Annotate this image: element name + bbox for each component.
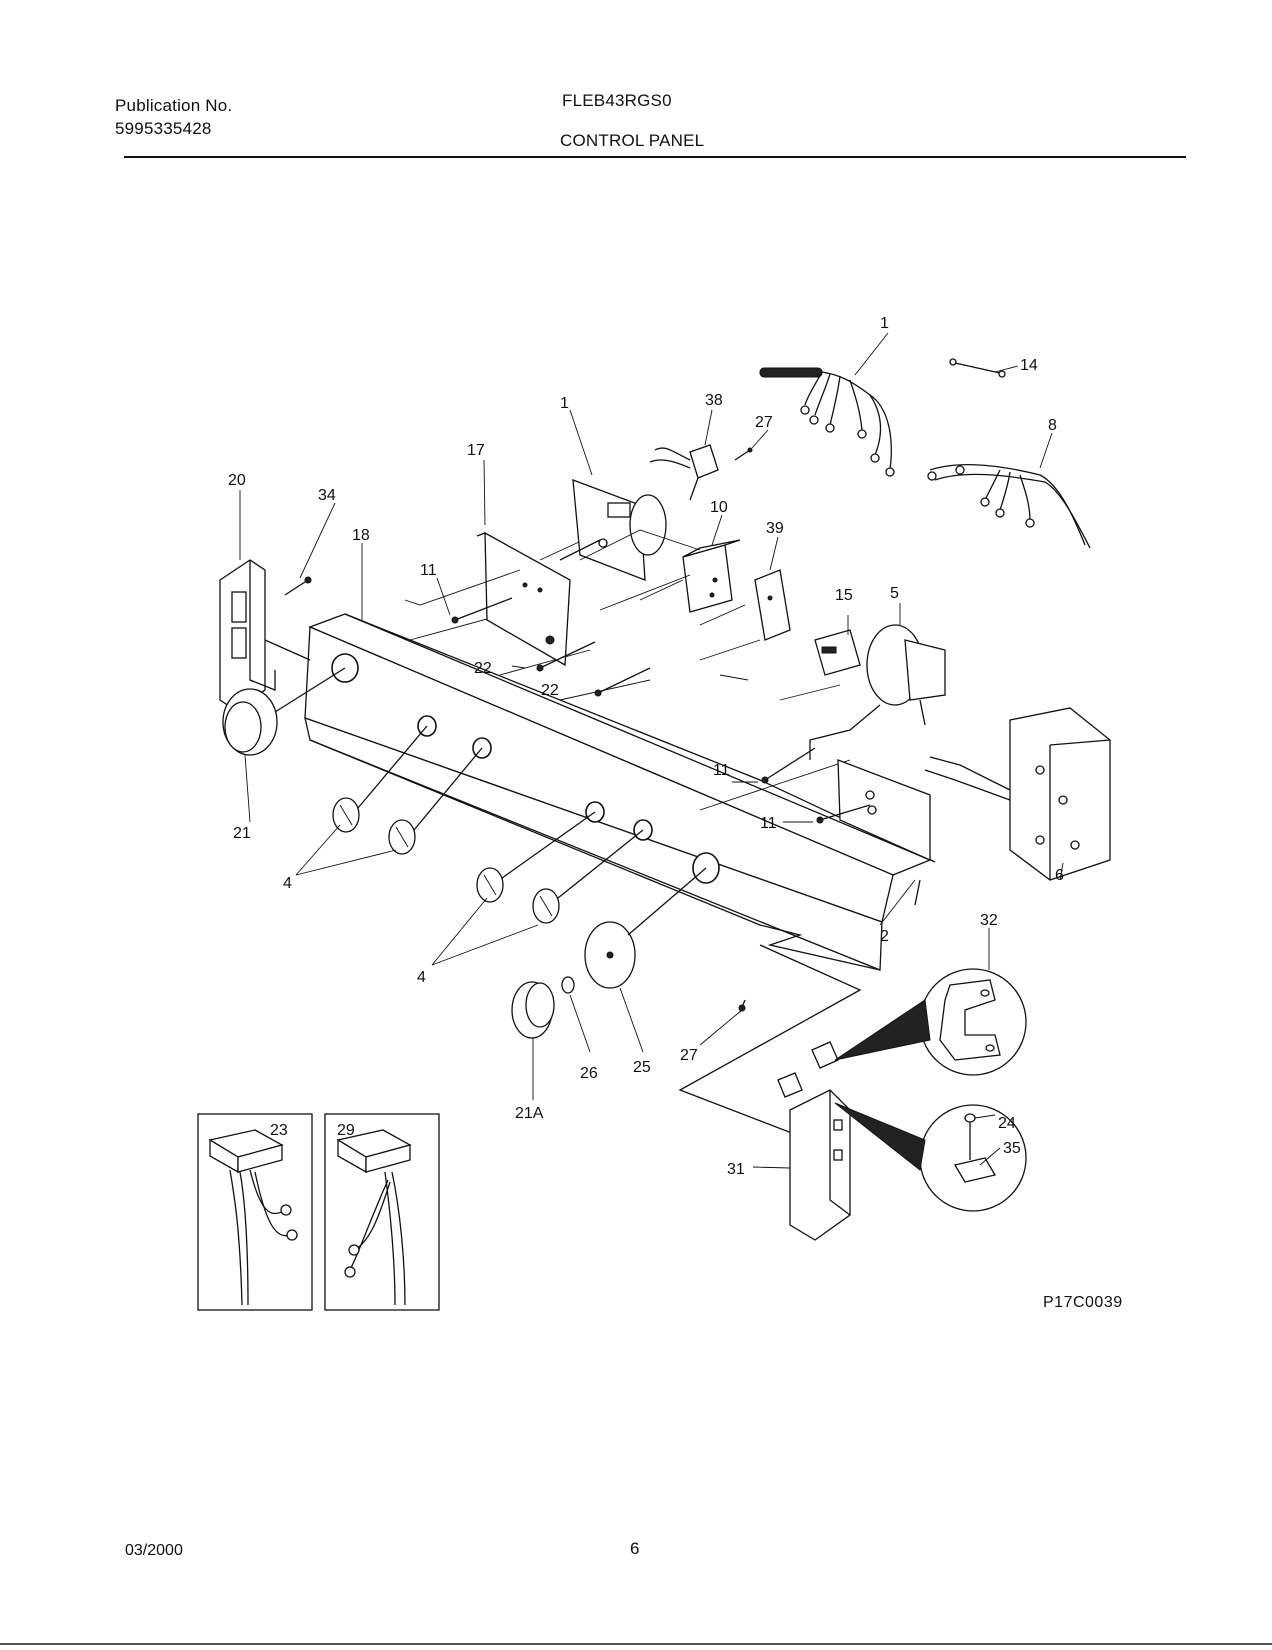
switch-39 [699,569,791,641]
callout-24: 24 [998,1115,1016,1132]
model-number: FLEB43RGS0 [562,91,672,110]
callout-27b: 27 [680,1047,698,1064]
callout-11c: 11 [760,815,777,832]
callout-8: 6 [1055,867,1064,884]
callout-labels: 1 14 8 1 38 27 17 20 34 10 39 18 11 15 5… [228,315,1064,1178]
control-panel-body [304,609,936,971]
part-38 [649,444,719,501]
detail-24-35 [834,1102,1027,1212]
timer-1 [559,479,667,581]
callout-21a: 21A [515,1105,544,1122]
switch-15 [814,629,861,676]
bracket-31 [789,1089,851,1241]
callout-2: 2 [880,928,889,945]
callout-31: 31 [727,1161,745,1178]
callout-17: 17 [467,442,485,459]
callout-10: 10 [710,499,728,516]
detail-32 [834,968,1027,1076]
callout-32: 32 [980,912,998,929]
right-bracket [837,759,931,862]
diagram-code: P17C0039 [1043,1294,1123,1311]
callout-1: 1 [560,395,569,412]
callout-26: 26 [580,1065,598,1082]
callout-23: 23 [270,1122,288,1139]
page-edge-rule [0,1643,1272,1645]
callout-4a: 4 [283,875,292,892]
header-rule [124,156,1186,158]
control-board-8 [924,707,1111,881]
callout-5: 5 [890,585,899,602]
knob-21a [511,981,555,1039]
callout-27a: 27 [755,414,773,431]
washer-26 [561,976,575,994]
section-title: CONTROL PANEL [560,131,705,150]
callout-18: 18 [352,527,370,544]
callout-25: 25 [633,1059,651,1076]
callout-4b: 4 [417,969,426,986]
callout-34: 34 [318,487,336,504]
end-cap-20 [219,559,311,711]
knob-4d [532,829,644,924]
part-5 [809,624,946,760]
wire-harness-6 [927,463,1091,549]
callout-39: 39 [766,520,784,537]
bracket-17 [476,529,606,667]
knob-21 [222,667,346,756]
dial-25 [584,867,707,989]
wire-harness-3 [759,367,895,477]
callout-22b: 22 [541,682,559,699]
knob-4c [476,811,596,903]
lower-frame [678,944,862,1141]
callout-35: 35 [1003,1140,1021,1157]
publication-number: 5995335428 [115,119,212,138]
knob-4a [332,725,428,833]
screws [284,447,921,1013]
callout-22a: 22 [474,660,492,677]
knob-4b [388,747,483,855]
page-number: 6 [630,1539,640,1558]
callout-21: 21 [233,825,251,842]
inset-harness-23 [197,1113,313,1311]
callout-15: 15 [835,587,853,604]
callout-6: 8 [1048,417,1057,434]
callout-38: 38 [705,392,723,409]
wire-14 [949,358,1006,378]
callout-14: 14 [1020,357,1038,374]
callout-20: 20 [228,472,246,489]
callout-3: 1 [880,315,889,332]
panel-outline-inner [404,529,841,701]
inset-harness-29 [324,1113,440,1311]
callout-11a: 11 [420,562,437,579]
callout-29: 29 [337,1122,355,1139]
publication-label: Publication No. [115,96,233,115]
switch-10 [639,539,741,613]
leader-lines [239,332,1064,1169]
callout-11b: 11 [713,762,730,779]
clip-parts [777,1041,839,1098]
footer-date: 03/2000 [125,1542,183,1559]
